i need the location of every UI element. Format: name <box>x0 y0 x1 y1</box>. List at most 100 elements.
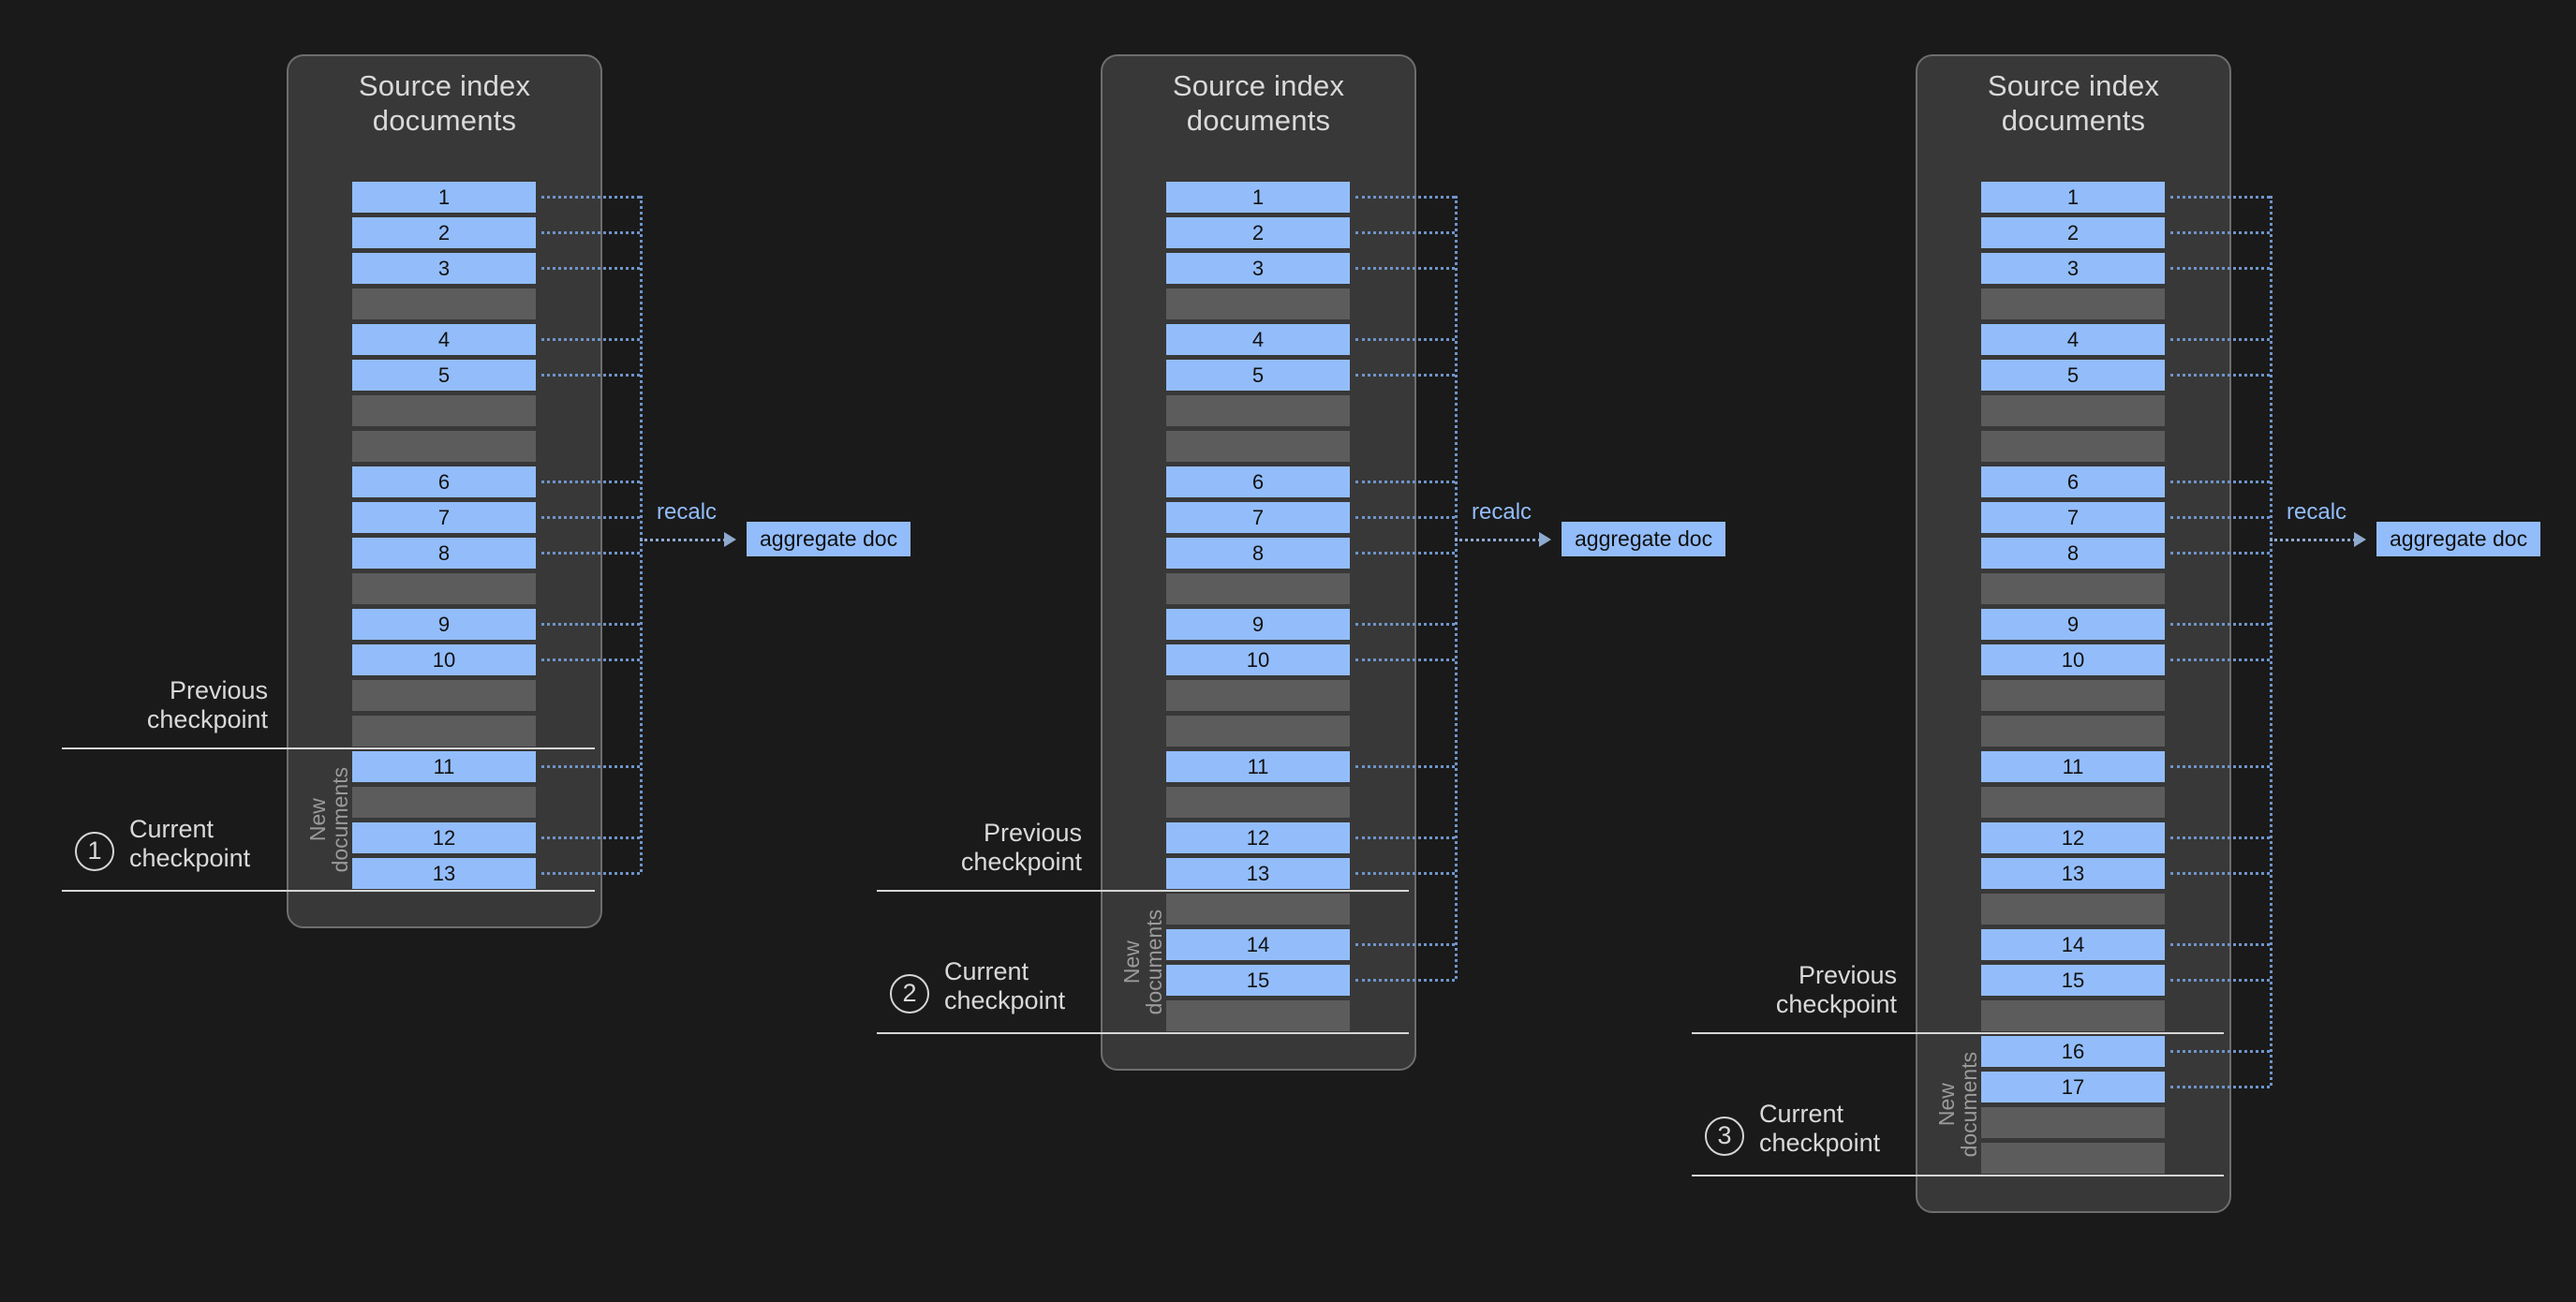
document-row: 11 <box>1981 751 2165 782</box>
empty-row <box>1981 395 2165 426</box>
recalc-label: recalc <box>657 499 718 525</box>
new-documents-label: New documents <box>1118 892 1167 1034</box>
empty-row <box>352 573 536 604</box>
connector-bus <box>640 195 643 872</box>
recalc-label: recalc <box>1472 499 1532 525</box>
document-row: 12 <box>1166 822 1350 853</box>
panel-title: Source index documents <box>1172 69 1345 137</box>
document-row: 1 <box>1166 182 1350 213</box>
empty-row <box>1981 787 2165 818</box>
row-connector <box>1355 764 1455 768</box>
recalc-arrow-line <box>2270 539 2356 541</box>
connector-bus <box>2270 195 2273 1086</box>
row-connector <box>541 195 640 199</box>
new-documents-text: New documents <box>1118 910 1167 1015</box>
connector-bus <box>1455 195 1458 979</box>
document-row: 5 <box>352 360 536 391</box>
row-connector <box>541 515 640 519</box>
row-connector <box>2170 764 2270 768</box>
document-row: 3 <box>1981 253 2165 284</box>
empty-row <box>1166 680 1350 711</box>
document-row: 5 <box>1166 360 1350 391</box>
previous-checkpoint-label: Previous checkpoint <box>146 675 268 734</box>
document-row: 11 <box>352 751 536 782</box>
recalc-arrow-head <box>2354 532 2366 547</box>
row-connector <box>541 764 640 768</box>
row-connector <box>1355 871 1455 875</box>
row-connector <box>541 480 640 483</box>
document-row: 2 <box>1981 217 2165 248</box>
document-row: 13 <box>1166 858 1350 889</box>
document-row: 8 <box>352 538 536 569</box>
document-row: 10 <box>352 644 536 675</box>
current-checkpoint-label: Current checkpoint <box>129 814 251 873</box>
row-connector <box>541 337 640 341</box>
row-connector <box>2170 480 2270 483</box>
document-row: 7 <box>1166 502 1350 533</box>
empty-row <box>1981 289 2165 319</box>
document-row: 1 <box>1981 182 2165 213</box>
document-row: 2 <box>1166 217 1350 248</box>
row-connector <box>2170 942 2270 946</box>
empty-row <box>1981 680 2165 711</box>
empty-row <box>1981 1000 2165 1031</box>
document-row: 17 <box>1981 1072 2165 1102</box>
empty-row <box>1166 716 1350 747</box>
document-row: 14 <box>1981 929 2165 960</box>
document-row: 2 <box>352 217 536 248</box>
document-row: 14 <box>1166 929 1350 960</box>
document-row: 12 <box>352 822 536 853</box>
row-connector <box>2170 1085 2270 1088</box>
new-documents-label: New documents <box>304 749 353 892</box>
empty-row <box>1981 1143 2165 1174</box>
row-connector <box>2170 337 2270 341</box>
document-row: 3 <box>352 253 536 284</box>
row-connector <box>1355 266 1455 270</box>
new-documents-label: New documents <box>1933 1034 1982 1176</box>
new-documents-text: New documents <box>304 767 353 873</box>
document-row: 6 <box>1981 466 2165 497</box>
document-row: 9 <box>1981 609 2165 640</box>
stage-number-badge: 1 <box>75 831 114 871</box>
current-checkpoint-line <box>1692 1174 2224 1176</box>
row-connector <box>2170 1049 2270 1053</box>
recalc-arrow-line <box>640 539 726 541</box>
previous-checkpoint-label: Previous checkpoint <box>960 818 1082 877</box>
row-connector <box>2170 551 2270 555</box>
row-connector <box>2170 515 2270 519</box>
row-connector <box>2170 658 2270 661</box>
row-connector <box>2170 978 2270 982</box>
empty-row <box>352 395 536 426</box>
previous-checkpoint-line <box>1692 1031 2224 1034</box>
document-row: 15 <box>1981 965 2165 996</box>
previous-checkpoint-label: Previous checkpoint <box>1775 960 1897 1019</box>
row-connector <box>1355 515 1455 519</box>
row-connector <box>541 266 640 270</box>
empty-row <box>1166 894 1350 925</box>
empty-row <box>1981 1107 2165 1138</box>
current-checkpoint-label: Current checkpoint <box>1759 1099 1881 1158</box>
row-connector <box>1355 942 1455 946</box>
recalc-arrow-head <box>1539 532 1551 547</box>
recalc-label: recalc <box>2287 499 2347 525</box>
document-row: 9 <box>1166 609 1350 640</box>
row-connector <box>2170 230 2270 234</box>
current-checkpoint-line <box>877 1031 1409 1034</box>
document-row: 11 <box>1166 751 1350 782</box>
empty-row <box>352 787 536 818</box>
aggregate-doc-box: aggregate doc <box>1562 522 1726 556</box>
row-connector <box>1355 480 1455 483</box>
row-connector <box>2170 622 2270 626</box>
empty-row <box>352 431 536 462</box>
row-connector <box>541 658 640 661</box>
new-documents-text: New documents <box>1933 1052 1982 1158</box>
row-connector <box>541 836 640 839</box>
document-row: 6 <box>1166 466 1350 497</box>
document-row: 15 <box>1166 965 1350 996</box>
